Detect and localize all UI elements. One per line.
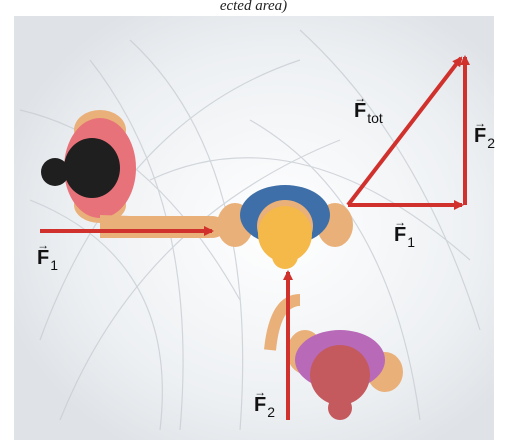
label-f1-triangle: →F1 (394, 225, 415, 245)
left-person-hair (64, 138, 120, 198)
bottom-person-bun (328, 396, 352, 420)
label-ftot: →Ftot (354, 101, 383, 121)
label-f2-triangle: →F2 (474, 126, 495, 146)
label-f2-bottom: →F2 (254, 395, 275, 415)
left-person-bun (41, 158, 69, 186)
center-person-bun (272, 243, 298, 269)
left-person-arm (100, 215, 210, 238)
label-f1-left: →F1 (37, 248, 58, 268)
